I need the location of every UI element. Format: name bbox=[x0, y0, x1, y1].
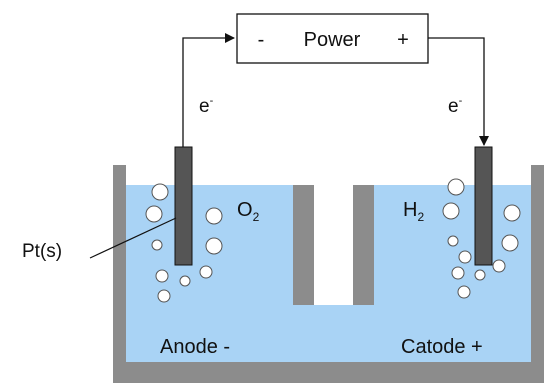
separator-left-post bbox=[293, 185, 314, 305]
power-box bbox=[236, 13, 429, 64]
wire-anode-to-power bbox=[182, 33, 235, 147]
oxygen-bubble bbox=[157, 289, 171, 303]
electrode-pointer-line bbox=[89, 217, 177, 259]
oxygen-bubbles bbox=[145, 183, 223, 303]
hydrogen-bubble bbox=[458, 250, 472, 264]
oxygen-bubble bbox=[155, 269, 169, 283]
hydrogen-bubble bbox=[457, 285, 471, 299]
hydrogen-bubble bbox=[447, 235, 459, 247]
oxygen-bubble bbox=[151, 239, 163, 251]
anode-electron-label: e- bbox=[199, 95, 214, 117]
oxygen-bubble bbox=[179, 275, 191, 287]
hydrogen-bubble bbox=[492, 259, 506, 273]
wire-power-to-cathode bbox=[428, 37, 489, 146]
cathode-electron-label: e- bbox=[448, 95, 463, 117]
anode-label: Anode - bbox=[160, 336, 230, 358]
hydrogen-bubble bbox=[474, 269, 486, 281]
power-plus-sign: + bbox=[397, 29, 409, 51]
oxygen-bubble bbox=[205, 237, 223, 255]
electrolyte-water-bottom bbox=[125, 305, 531, 362]
hydrogen-bubble bbox=[451, 266, 465, 280]
cathode-electrode bbox=[474, 146, 493, 266]
tank-left-wall bbox=[113, 165, 126, 383]
hydrogen-bubble bbox=[442, 202, 460, 220]
hydrogen-bubbles bbox=[442, 178, 521, 299]
hydrogen-label: H2 bbox=[403, 199, 424, 224]
anode-electrode bbox=[174, 146, 193, 266]
oxygen-bubble bbox=[205, 207, 223, 225]
hydrogen-bubble bbox=[503, 204, 521, 222]
separator-right-post bbox=[353, 185, 374, 305]
oxygen-label: O2 bbox=[237, 199, 260, 224]
oxygen-bubble bbox=[199, 265, 213, 279]
power-minus-sign: - bbox=[258, 29, 265, 51]
hydrogen-bubble bbox=[447, 178, 465, 196]
oxygen-bubble bbox=[145, 205, 163, 223]
hydrogen-bubble bbox=[501, 234, 519, 252]
tank-right-wall bbox=[531, 165, 544, 383]
cathode-label: Catode + bbox=[401, 336, 483, 358]
electrode-label: Pt(s) bbox=[22, 241, 62, 262]
oxygen-bubble bbox=[151, 183, 169, 201]
tank-bottom bbox=[113, 362, 544, 383]
power-label: Power bbox=[304, 29, 361, 51]
